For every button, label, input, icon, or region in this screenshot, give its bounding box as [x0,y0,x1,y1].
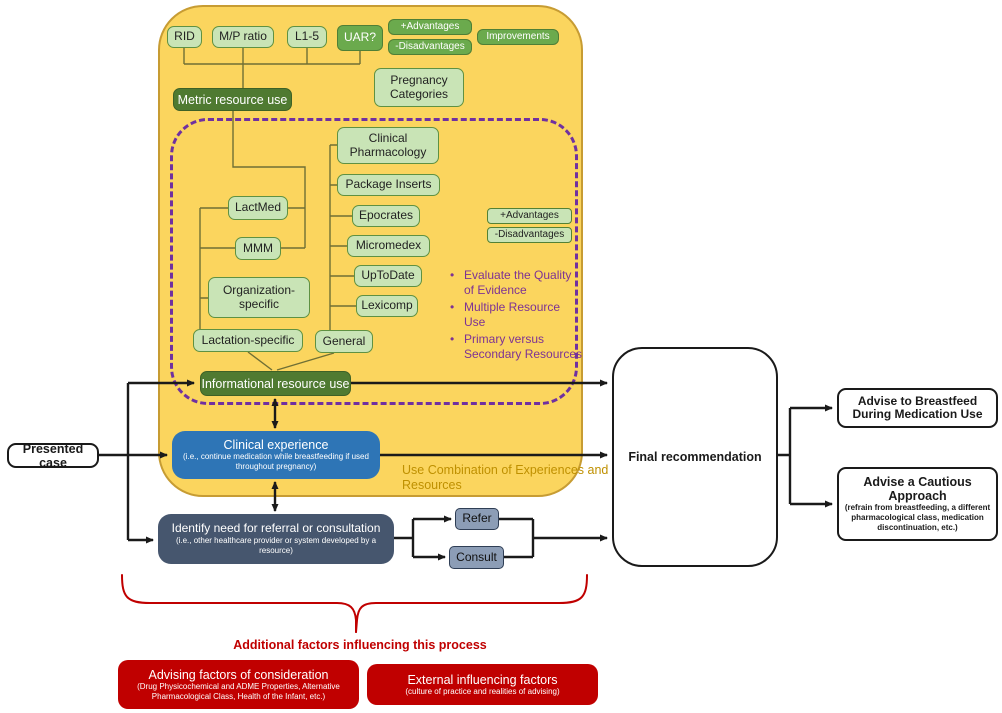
bullet-item: •Primary versus Secondary Resources [450,332,583,361]
bullet-item: •Multiple Resource Use [450,300,561,329]
node-mp-ratio: M/P ratio [212,26,274,48]
node-clinical-pharmacology: Clinical Pharmacology [337,127,439,164]
node-advising-factors: Advising factors of consideration (Drug … [118,660,359,709]
node-uptodate: UpToDate [354,265,422,287]
node-identify-referral: Identify need for referral or consultati… [158,514,394,564]
node-epocrates: Epocrates [352,205,420,227]
node-final-recommendation: Final recommendation [612,347,778,567]
bullet-icon: • [450,300,455,314]
node-external-factors: External influencing factors (culture of… [367,664,598,705]
evaluation-bullet-list: •Evaluate the Quality of Evidence •Multi… [450,268,584,364]
node-pregnancy-categories: Pregnancy Categories [374,68,464,107]
node-lactation-specific: Lactation-specific [193,329,303,352]
evaluation-dashed-region [170,118,578,405]
node-organization-specific: Organization-specific [208,277,310,318]
node-advise-breastfeed: Advise to Breastfeed During Medication U… [837,388,998,428]
node-rid: RID [167,26,202,48]
node-l1-5: L1-5 [287,26,327,48]
node-metric-resource-use: Metric resource use [173,88,292,111]
additional-factors-label: Additional factors influencing this proc… [233,638,487,652]
use-combination-note: Use Combination of Experiences and Resou… [402,463,609,493]
node-micromedex: Micromedex [347,235,430,257]
node-advise-cautious: Advise a Cautious Approach (refrain from… [837,467,998,541]
bullet-icon: • [450,268,455,282]
node-uar: UAR? [337,25,383,51]
bullet-item: •Evaluate the Quality of Evidence [450,268,572,297]
brace [121,574,588,633]
node-disadvantages-inner: -Disadvantages [487,227,572,243]
node-refer: Refer [455,508,499,530]
node-consult: Consult [449,546,504,569]
node-lexicomp: Lexicomp [356,295,418,317]
node-package-inserts: Package Inserts [337,174,440,196]
node-mmm: MMM [235,237,281,260]
node-lactmed: LactMed [228,196,288,220]
node-advantages-top: +Advantages [388,19,472,35]
node-informational-resource-use: Informational resource use [200,371,351,396]
node-improvements: Improvements [477,29,559,45]
node-general: General [315,330,373,353]
node-presented-case: Presented case [7,442,99,470]
node-advantages-inner: +Advantages [487,208,572,224]
node-clinical-experience: Clinical experience (i.e., continue medi… [172,431,380,479]
bullet-icon: • [450,332,455,346]
node-disadvantages-top: -Disadvantages [388,39,472,55]
